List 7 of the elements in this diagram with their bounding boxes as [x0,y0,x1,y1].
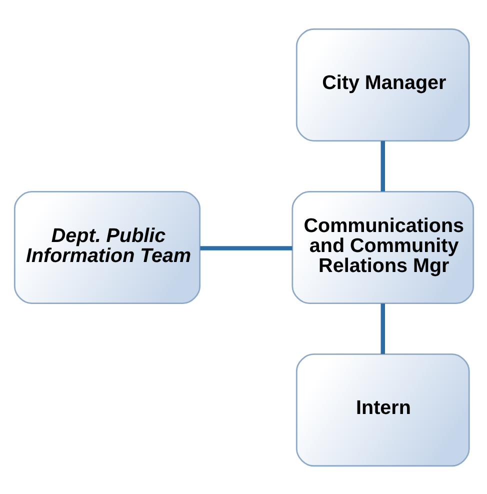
node-box: Intern [295,353,470,466]
connector [380,140,384,191]
node-box: Communications and Community Relations Mgr [291,190,474,304]
node-box: City Manager [295,28,470,141]
connector [200,246,292,250]
connector [380,302,384,354]
node-box: Dept. Public Information Team [13,190,200,304]
